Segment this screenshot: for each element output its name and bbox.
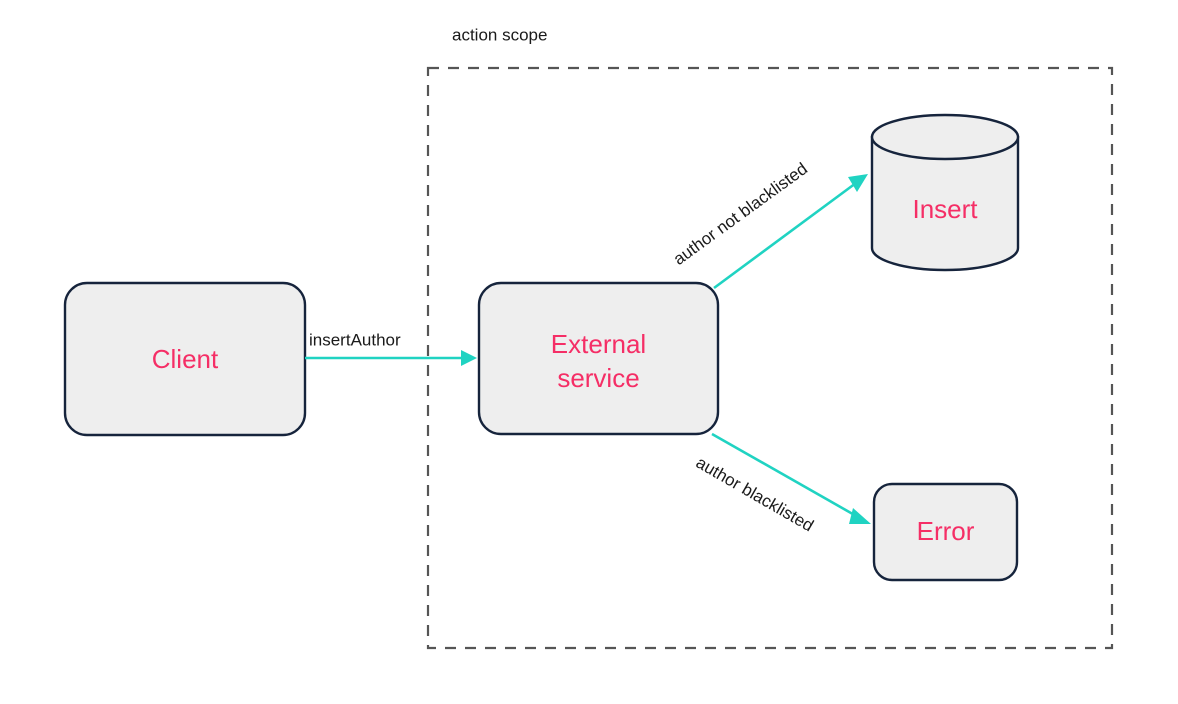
- author-not-blacklisted-arrowhead: [848, 174, 868, 192]
- insert-cylinder-top: [870, 113, 1020, 161]
- action-scope-frame: [426, 66, 1114, 650]
- author-blacklisted-line: [711, 432, 859, 519]
- edge-author-blacklisted: author blacklisted: [693, 432, 871, 536]
- node-error[interactable]: Error: [872, 482, 1019, 582]
- author-blacklisted-label: author blacklisted: [693, 453, 817, 536]
- insert-cylinder-body[interactable]: [870, 135, 1020, 272]
- action-scope-title: action scope: [452, 25, 547, 44]
- edge-insert-author: insertAuthor: [305, 330, 477, 366]
- insert-author-arrowhead: [461, 350, 477, 366]
- error-label: Error: [917, 516, 975, 546]
- error-box[interactable]: [872, 482, 1019, 582]
- insert-author-label: insertAuthor: [309, 330, 401, 349]
- external-service-label-line1: External: [551, 329, 646, 359]
- insert-label: Insert: [912, 194, 978, 224]
- node-external-service[interactable]: External service: [477, 281, 720, 436]
- author-blacklisted-arrowhead: [849, 508, 871, 524]
- author-not-blacklisted-line: [713, 181, 857, 290]
- external-service-box[interactable]: [477, 281, 720, 436]
- client-label: Client: [152, 344, 219, 374]
- edge-author-not-blacklisted: author not blacklisted: [670, 159, 868, 290]
- node-client[interactable]: Client: [63, 281, 307, 437]
- author-not-blacklisted-label: author not blacklisted: [670, 159, 811, 269]
- external-service-label-line2: service: [557, 363, 639, 393]
- node-insert[interactable]: Insert: [870, 113, 1020, 272]
